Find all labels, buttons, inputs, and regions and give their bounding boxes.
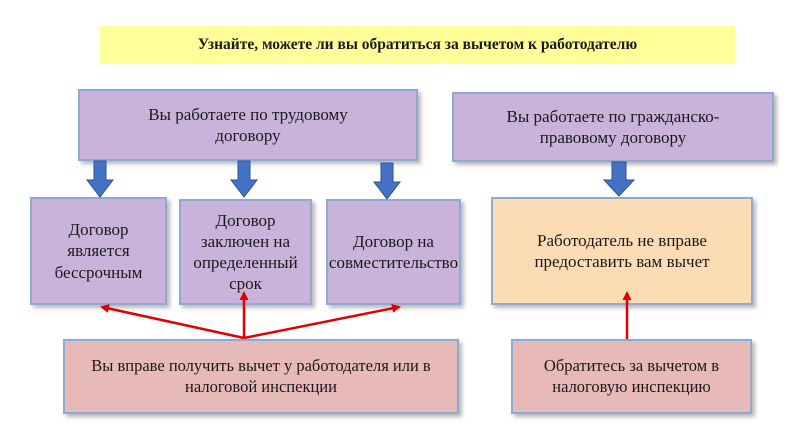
tax-office-box: Обратитесь за вычетом в налоговую инспек… bbox=[511, 339, 752, 414]
diagram-title: Узнайте, можете ли вы обратиться за выче… bbox=[100, 26, 735, 64]
fixed-term-contract-box: Договор заключен на определенный срок bbox=[179, 199, 312, 305]
unlimited-contract-text: Договор является бессрочным bbox=[54, 220, 143, 282]
down-arrow-icon bbox=[602, 161, 636, 197]
down-arrow-icon bbox=[372, 162, 402, 200]
title-text: Узнайте, можете ли вы обратиться за выче… bbox=[197, 36, 638, 54]
down-arrow-icon bbox=[85, 160, 115, 198]
red-arrow-to-part-time-contract bbox=[243, 303, 401, 340]
employer-or-tax-office-text: Вы вправе получить вычет у работодателя … bbox=[91, 355, 431, 396]
civil-contract-box: Вы работаете по гражданско-правовому дог… bbox=[452, 92, 774, 162]
civil-contract-text: Вы работаете по гражданско-правовому дог… bbox=[506, 106, 720, 147]
red-arrow-to-unlimited-contract bbox=[100, 304, 245, 340]
part-time-contract-box: Договор на совместительство bbox=[326, 199, 461, 305]
tax-office-text: Обратитесь за вычетом в налоговую инспек… bbox=[543, 355, 720, 396]
down-arrow-icon bbox=[229, 160, 259, 198]
employer-or-tax-office-box: Вы вправе получить вычет у работодателя … bbox=[63, 339, 459, 414]
employer-cannot-text: Работодатель не вправе предоставить вам … bbox=[534, 230, 710, 271]
fixed-term-contract-text: Договор заключен на определенный срок bbox=[193, 210, 298, 294]
employment-contract-text: Вы работаете по трудовому договору bbox=[148, 104, 348, 145]
unlimited-contract-box: Договор является бессрочным bbox=[30, 197, 167, 305]
employment-contract-box: Вы работаете по трудовому договору bbox=[78, 89, 418, 161]
part-time-contract-text: Договор на совместительство bbox=[328, 231, 459, 272]
employer-cannot-box: Работодатель не вправе предоставить вам … bbox=[491, 197, 753, 305]
